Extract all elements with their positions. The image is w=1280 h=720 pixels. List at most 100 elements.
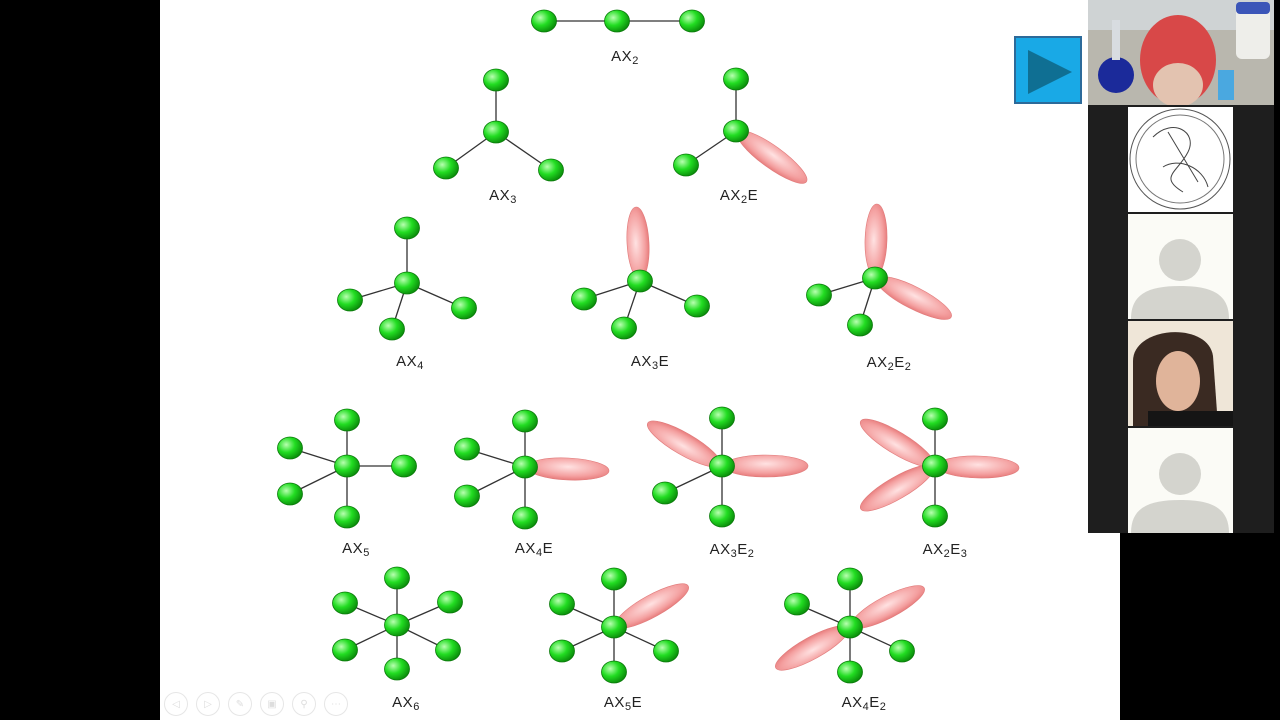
molecule-label: AX4E2	[842, 694, 887, 713]
ligand-atom	[549, 592, 575, 616]
molecule	[454, 409, 610, 530]
label-main: AX	[630, 353, 652, 370]
lone-pair-lobe	[526, 457, 610, 481]
ligand-atom	[394, 216, 420, 240]
molecule-label: AX3E2	[710, 541, 755, 560]
label-sub1: 5	[624, 701, 632, 713]
ligand-atom	[435, 638, 461, 662]
label-e: E	[542, 540, 554, 557]
ligand-atom	[709, 406, 735, 430]
molecule-label: AX2E2	[867, 354, 912, 373]
label-sub1: 4	[862, 701, 870, 713]
molecule-label: AX4E	[515, 540, 553, 559]
label-main: AX	[514, 540, 536, 557]
ligand-atom	[837, 567, 863, 591]
molecule	[433, 68, 564, 182]
more-icon[interactable]: ⋯	[324, 692, 348, 716]
label-sub1: 3	[651, 360, 659, 372]
ligand-atom	[454, 437, 480, 461]
central-atom	[483, 120, 509, 144]
molecule	[775, 567, 925, 684]
participant-tile-2[interactable]	[1088, 107, 1274, 212]
molecule	[806, 203, 952, 337]
label-sub1: 2	[740, 194, 748, 206]
central-atom	[394, 271, 420, 295]
participant-video	[1128, 321, 1233, 426]
label-e: E	[631, 694, 643, 711]
central-atom	[512, 455, 538, 479]
label-main: AX	[709, 541, 731, 558]
label-sub1: 3	[730, 548, 738, 560]
ligand-atom	[277, 482, 303, 506]
molecule-label: AX2E	[720, 187, 758, 206]
previous-icon[interactable]: ◁	[164, 692, 188, 716]
ligand-atom	[531, 9, 557, 33]
molecule-label: AX2	[611, 48, 639, 67]
label-main: AX	[841, 694, 863, 711]
participant-tile-presenter[interactable]	[1088, 0, 1274, 105]
lone-pair-lobe	[864, 203, 888, 277]
label-sub2: 2	[747, 548, 755, 560]
slides-icon[interactable]: ▣	[260, 692, 284, 716]
ligand-atom	[723, 67, 749, 91]
central-atom	[627, 269, 653, 293]
molecule	[571, 206, 710, 340]
participant-tile-5[interactable]	[1088, 428, 1274, 533]
ligand-atom	[391, 454, 417, 478]
slideshow-toolbar: ◁ ▷ ✎ ▣ ⚲ ⋯	[164, 692, 348, 716]
ligand-atom	[601, 567, 627, 591]
label-sub1: 6	[413, 701, 420, 713]
label-sub1: 3	[510, 194, 517, 206]
ligand-atom	[512, 409, 538, 433]
logo-avatar	[1128, 107, 1233, 212]
label-main: AX	[342, 540, 364, 557]
zoom-icon[interactable]: ⚲	[292, 692, 316, 716]
ligand-atom	[454, 484, 480, 508]
ligand-atom	[334, 505, 360, 529]
label-main: AX	[611, 48, 633, 65]
label-main: AX	[396, 353, 418, 370]
label-sub1: 2	[632, 55, 639, 67]
pen-icon[interactable]: ✎	[228, 692, 252, 716]
central-atom	[384, 613, 410, 637]
label-main: AX	[922, 541, 944, 558]
ligand-atom	[652, 481, 678, 505]
ligand-atom	[433, 156, 459, 180]
presenter-video	[1088, 0, 1274, 105]
ligand-atom	[384, 566, 410, 590]
ligand-atom	[784, 592, 810, 616]
participant-tile-3[interactable]	[1088, 214, 1274, 319]
ligand-atom	[451, 296, 477, 320]
ligand-atom	[512, 506, 538, 530]
molecule	[673, 67, 808, 184]
molecule	[332, 566, 463, 681]
play-button[interactable]	[1014, 36, 1082, 104]
label-sub1: 2	[943, 548, 951, 560]
label-e: E	[894, 354, 905, 371]
participants-panel	[1088, 0, 1274, 533]
central-atom	[604, 9, 630, 33]
next-icon[interactable]: ▷	[196, 692, 220, 716]
ligand-atom	[922, 504, 948, 528]
ligand-atom	[653, 639, 679, 663]
ligand-atom	[437, 590, 463, 614]
central-atom	[922, 454, 948, 478]
ligand-atom	[889, 639, 915, 663]
ligand-atom	[673, 153, 699, 177]
ligand-atom	[538, 158, 564, 182]
molecule-label: AX2E3	[923, 541, 968, 560]
label-sub2: 2	[879, 701, 887, 713]
label-sub1: 5	[363, 547, 370, 559]
lone-pair-lobe	[723, 454, 809, 478]
ligand-atom	[611, 316, 637, 340]
participant-tile-4[interactable]	[1088, 321, 1274, 426]
ligand-atom	[332, 591, 358, 615]
ligand-atom	[332, 638, 358, 662]
central-atom	[601, 615, 627, 639]
molecule-label: AX6	[392, 694, 420, 713]
ligand-atom	[601, 660, 627, 684]
molecule-label: AX5E	[604, 694, 642, 713]
label-sub1: 2	[887, 361, 895, 373]
label-main: AX	[603, 694, 625, 711]
